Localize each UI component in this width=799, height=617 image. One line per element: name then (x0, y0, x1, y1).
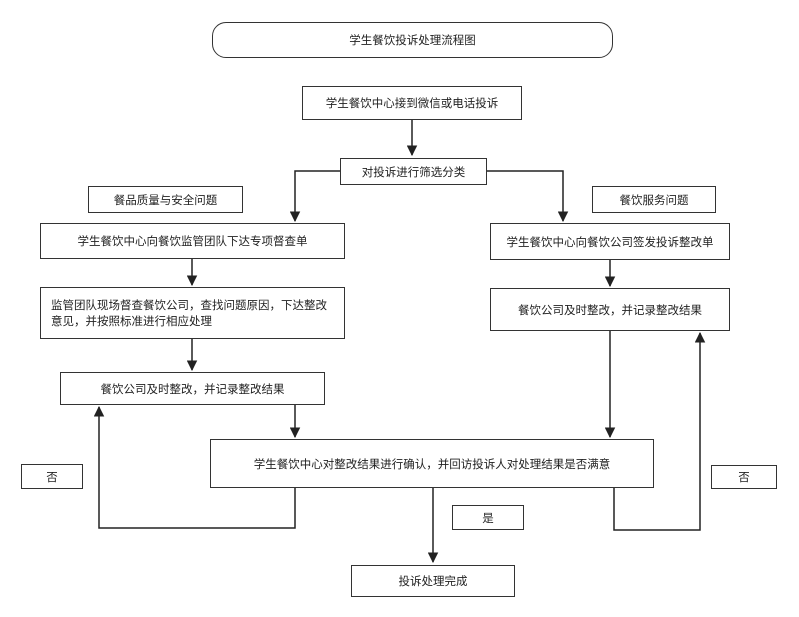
loop-no-right (613, 331, 706, 531)
step-issue-rectification-order: 学生餐饮中心向餐饮公司签发投诉整改单 (490, 223, 730, 260)
step-classify-complaint: 对投诉进行筛选分类 (340, 158, 487, 185)
arrow-classify-to-right (487, 170, 569, 223)
label-service-issue: 餐饮服务问题 (592, 186, 716, 213)
label-no-right: 否 (711, 465, 777, 489)
label-yes: 是 (452, 505, 524, 530)
arrow-classify-to-left (289, 170, 340, 223)
step-issue-inspection-order: 学生餐饮中心向餐饮监管团队下达专项督查单 (40, 223, 345, 259)
step-onsite-inspection: 监管团队现场督查餐饮公司，查找问题原因，下达整改意见，并按照标准进行相应处理 (40, 287, 345, 339)
step-confirm-and-revisit: 学生餐饮中心对整改结果进行确认，并回访投诉人对处理结果是否满意 (210, 439, 654, 488)
step-receive-complaint: 学生餐饮中心接到微信或电话投诉 (302, 86, 522, 120)
step-rectify-right: 餐饮公司及时整改，并记录整改结果 (490, 288, 730, 331)
label-no-left: 否 (21, 464, 83, 489)
flowchart-title: 学生餐饮投诉处理流程图 (212, 22, 613, 58)
step-complaint-done: 投诉处理完成 (351, 565, 515, 597)
label-quality-safety: 餐品质量与安全问题 (88, 186, 243, 213)
step-rectify-left: 餐饮公司及时整改，并记录整改结果 (60, 372, 325, 405)
loop-no-left (93, 405, 296, 529)
